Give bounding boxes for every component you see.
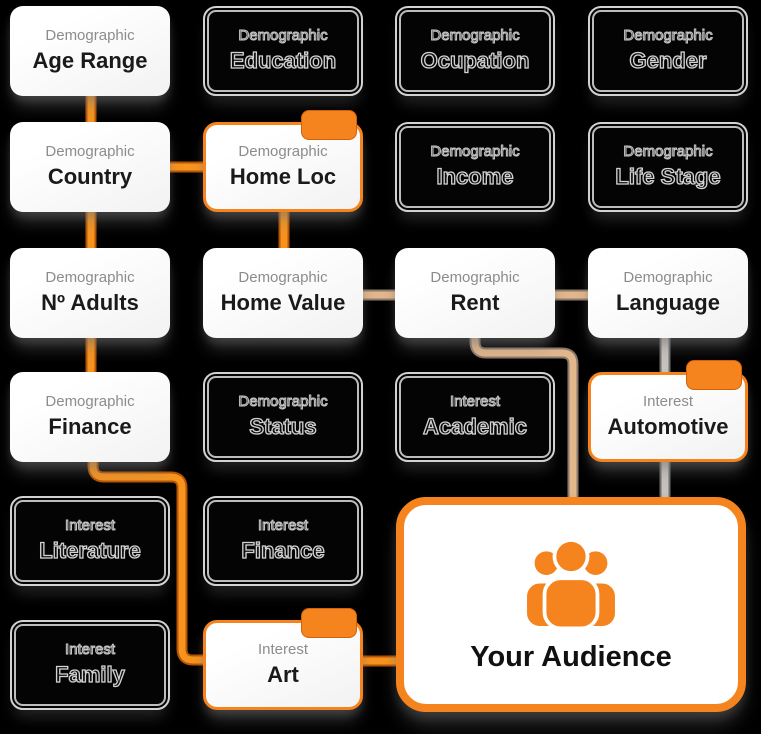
node-category-label: Demographic: [430, 269, 520, 287]
node-category-label: Demographic: [238, 143, 328, 161]
node-category-label: Demographic: [623, 269, 713, 287]
node-category-label: Interest: [257, 641, 309, 659]
node-category-label: Demographic: [45, 27, 135, 45]
node-category-label: Interest: [64, 517, 116, 535]
node-title: Ocupation: [420, 48, 530, 74]
node-category-label: Interest: [449, 393, 501, 411]
node-category-label: Demographic: [45, 269, 135, 287]
node-category-label: Demographic: [623, 143, 713, 161]
node-title: Art: [267, 662, 299, 688]
node-title: Nº Adults: [41, 290, 139, 316]
node-category-label: Interest: [257, 517, 309, 535]
node-title: Automotive: [607, 414, 729, 440]
node-title: Age Range: [32, 48, 148, 74]
your-audience-node[interactable]: Your Audience: [396, 497, 746, 712]
node-title: Family: [54, 662, 125, 688]
wire-rent-to-your-audience: [471, 336, 577, 501]
node-title: Language: [616, 290, 720, 316]
people-group-icon: [524, 538, 618, 631]
node-automotive-folder-tab: [686, 360, 742, 390]
node-title: Country: [47, 164, 133, 190]
audience-title: Your Audience: [470, 641, 672, 673]
node-title: Home Value: [220, 290, 346, 316]
node-art-folder-tab: [301, 608, 357, 638]
node-title: Literature: [39, 538, 142, 564]
node-title: Finance: [48, 414, 132, 440]
node-category-label: Demographic: [623, 27, 713, 45]
node-title: Finance: [241, 538, 325, 564]
node-category-label: Interest: [642, 393, 694, 411]
node-category-label: Demographic: [238, 269, 328, 287]
node-title: Gender: [629, 48, 707, 74]
node-title: Life Stage: [615, 164, 721, 190]
node-category-label: Demographic: [430, 143, 520, 161]
node-category-label: Demographic: [430, 27, 520, 45]
node-category-label: Interest: [64, 641, 116, 659]
node-n-adults[interactable]: Demographic Nº Adults: [10, 248, 170, 338]
node-title: Status: [249, 414, 318, 440]
node-category-label: Demographic: [45, 143, 135, 161]
node-title: Education: [229, 48, 337, 74]
node-home-loc-folder-tab: [301, 110, 357, 140]
wire-finance-to-art: [89, 459, 206, 664]
node-title: Home Loc: [229, 164, 337, 190]
node-title: Income: [436, 164, 514, 190]
node-category-label: Demographic: [238, 27, 328, 45]
node-title: Academic: [422, 414, 527, 440]
node-title: Rent: [450, 290, 500, 316]
node-category-label: Demographic: [238, 393, 328, 411]
node-category-label: Demographic: [45, 393, 135, 411]
